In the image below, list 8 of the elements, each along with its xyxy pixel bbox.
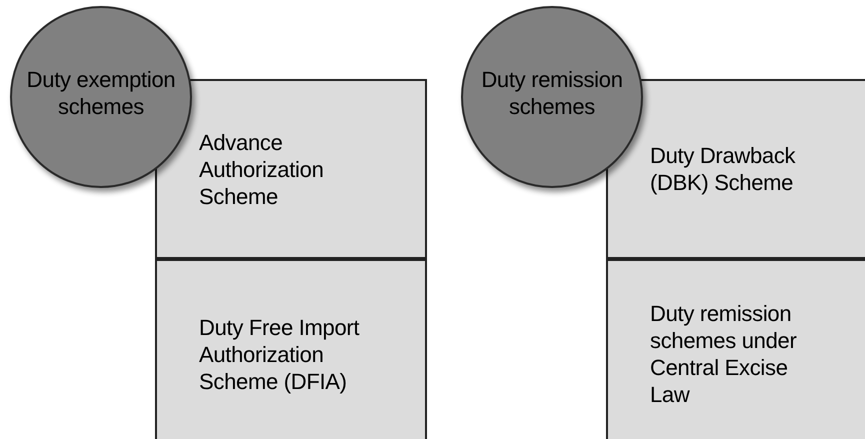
scheme-label: Duty Drawback (DBK) Scheme (650, 142, 796, 196)
category-label: Duty exemption schemes (26, 66, 176, 120)
scheme-box (155, 259, 427, 439)
scheme-box (606, 259, 865, 439)
category-label: Duty remission schemes (480, 66, 624, 120)
scheme-label: Duty remission schemes under Central Excise Law (650, 300, 798, 408)
scheme-label: Advance Authorization Scheme (199, 128, 325, 210)
scheme-label: Duty Free Import Authorization Scheme (DFIA) (199, 314, 360, 394)
